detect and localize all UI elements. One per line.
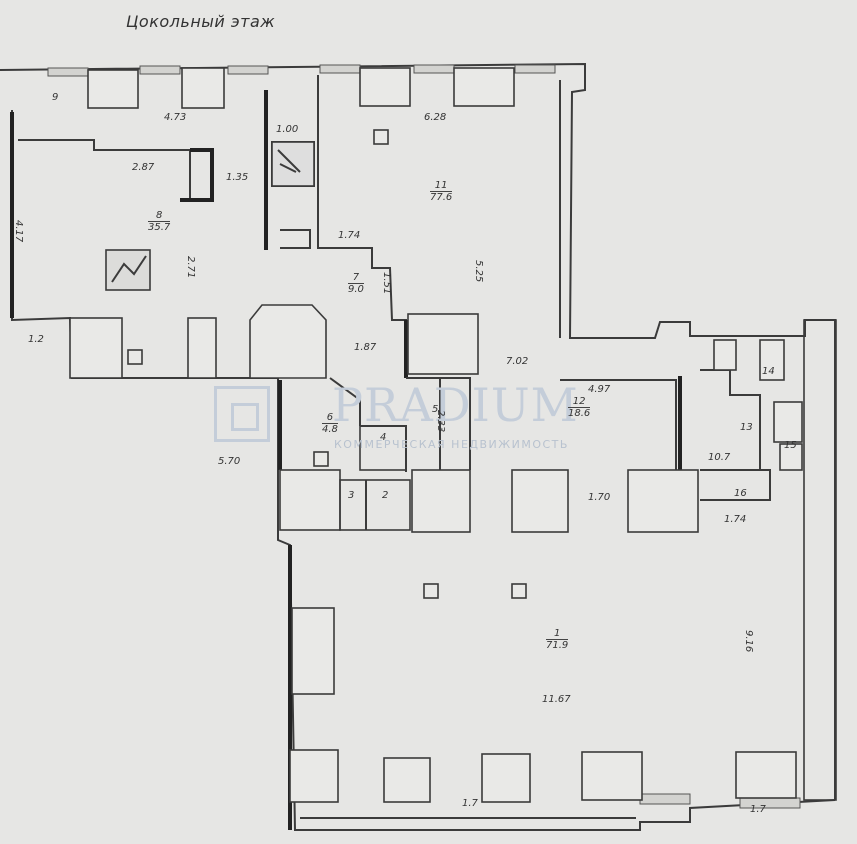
watermark-brand: PRADIUM	[332, 378, 579, 432]
room-number: 11	[434, 180, 448, 191]
dimension-label: 9.16	[743, 630, 754, 653]
room-number: 3	[348, 490, 355, 501]
dimension-label: 1.7	[462, 798, 478, 809]
room-number: 6	[326, 412, 334, 423]
room-number: 4	[380, 432, 387, 443]
room-number: 9	[52, 92, 59, 103]
room-label: 4	[380, 432, 386, 443]
dimension-label: 1.70	[588, 492, 611, 503]
dimension-label: 11.67	[542, 694, 571, 705]
dimension-label: 5.25	[473, 260, 484, 283]
room-number: 16	[734, 488, 747, 499]
room-area: 9.0	[348, 283, 364, 295]
dimension-label: 2.87	[132, 162, 155, 173]
columns	[69, 67, 837, 803]
room-label: 13	[740, 422, 753, 433]
room-label: 15	[784, 440, 797, 451]
room-number: 7	[352, 272, 360, 283]
dimension-label: 1.00	[276, 124, 299, 135]
dimension-label: 1.51	[381, 272, 392, 295]
watermark-tagline: КОММЕРЧЕСКАЯ НЕДВИЖИМОСТЬ	[334, 438, 569, 451]
watermark: PRADIUM КОММЕРЧЕСКАЯ НЕДВИЖИМОСТЬ	[214, 378, 644, 452]
room-area: 18.6	[568, 407, 591, 419]
dimension-label: 10.7	[708, 452, 731, 463]
room-area: 77.6	[430, 191, 453, 203]
room-label: 9	[52, 92, 58, 103]
dimension-label: 4.73	[164, 112, 187, 123]
room-number: 5	[432, 404, 439, 415]
room-number: 12	[572, 396, 586, 407]
dimension-label: 6.28	[424, 112, 447, 123]
dimension-label: 4.97	[588, 384, 611, 395]
room-label: 3	[348, 490, 354, 501]
room-number: 1	[553, 628, 561, 639]
dimension-label: 7.02	[506, 356, 529, 367]
room-number: 14	[762, 366, 775, 377]
page-title: Цокольный этаж	[126, 12, 276, 31]
dimension-label: 1.74	[338, 230, 361, 241]
dimension-label: 1.35	[226, 172, 249, 183]
room-label: 2	[382, 490, 388, 501]
dimension-label: 2.33	[435, 410, 446, 433]
dimension-label: 1.74	[724, 514, 747, 525]
windows	[47, 64, 801, 809]
dimension-label: 4.17	[13, 220, 24, 243]
room-area: 35.7	[148, 221, 171, 233]
room-label: 16	[734, 488, 747, 499]
room-label: 14	[762, 366, 775, 377]
dimension-label: 1.7	[750, 804, 766, 815]
dimension-label: 1.2	[28, 334, 44, 345]
watermark-logo-icon	[214, 386, 270, 442]
dimension-label: 1.87	[354, 342, 377, 353]
room-label: 5	[432, 404, 438, 415]
room-number: 2	[382, 490, 389, 501]
room-area: 71.9	[546, 639, 569, 651]
dimension-label: 2.71	[185, 256, 196, 279]
room-area: 4.8	[322, 423, 338, 435]
room-number: 15	[784, 440, 797, 451]
room-number: 8	[155, 210, 163, 221]
dimension-label: 5.70	[218, 456, 241, 467]
room-number: 13	[740, 422, 753, 433]
fixtures	[105, 129, 803, 599]
